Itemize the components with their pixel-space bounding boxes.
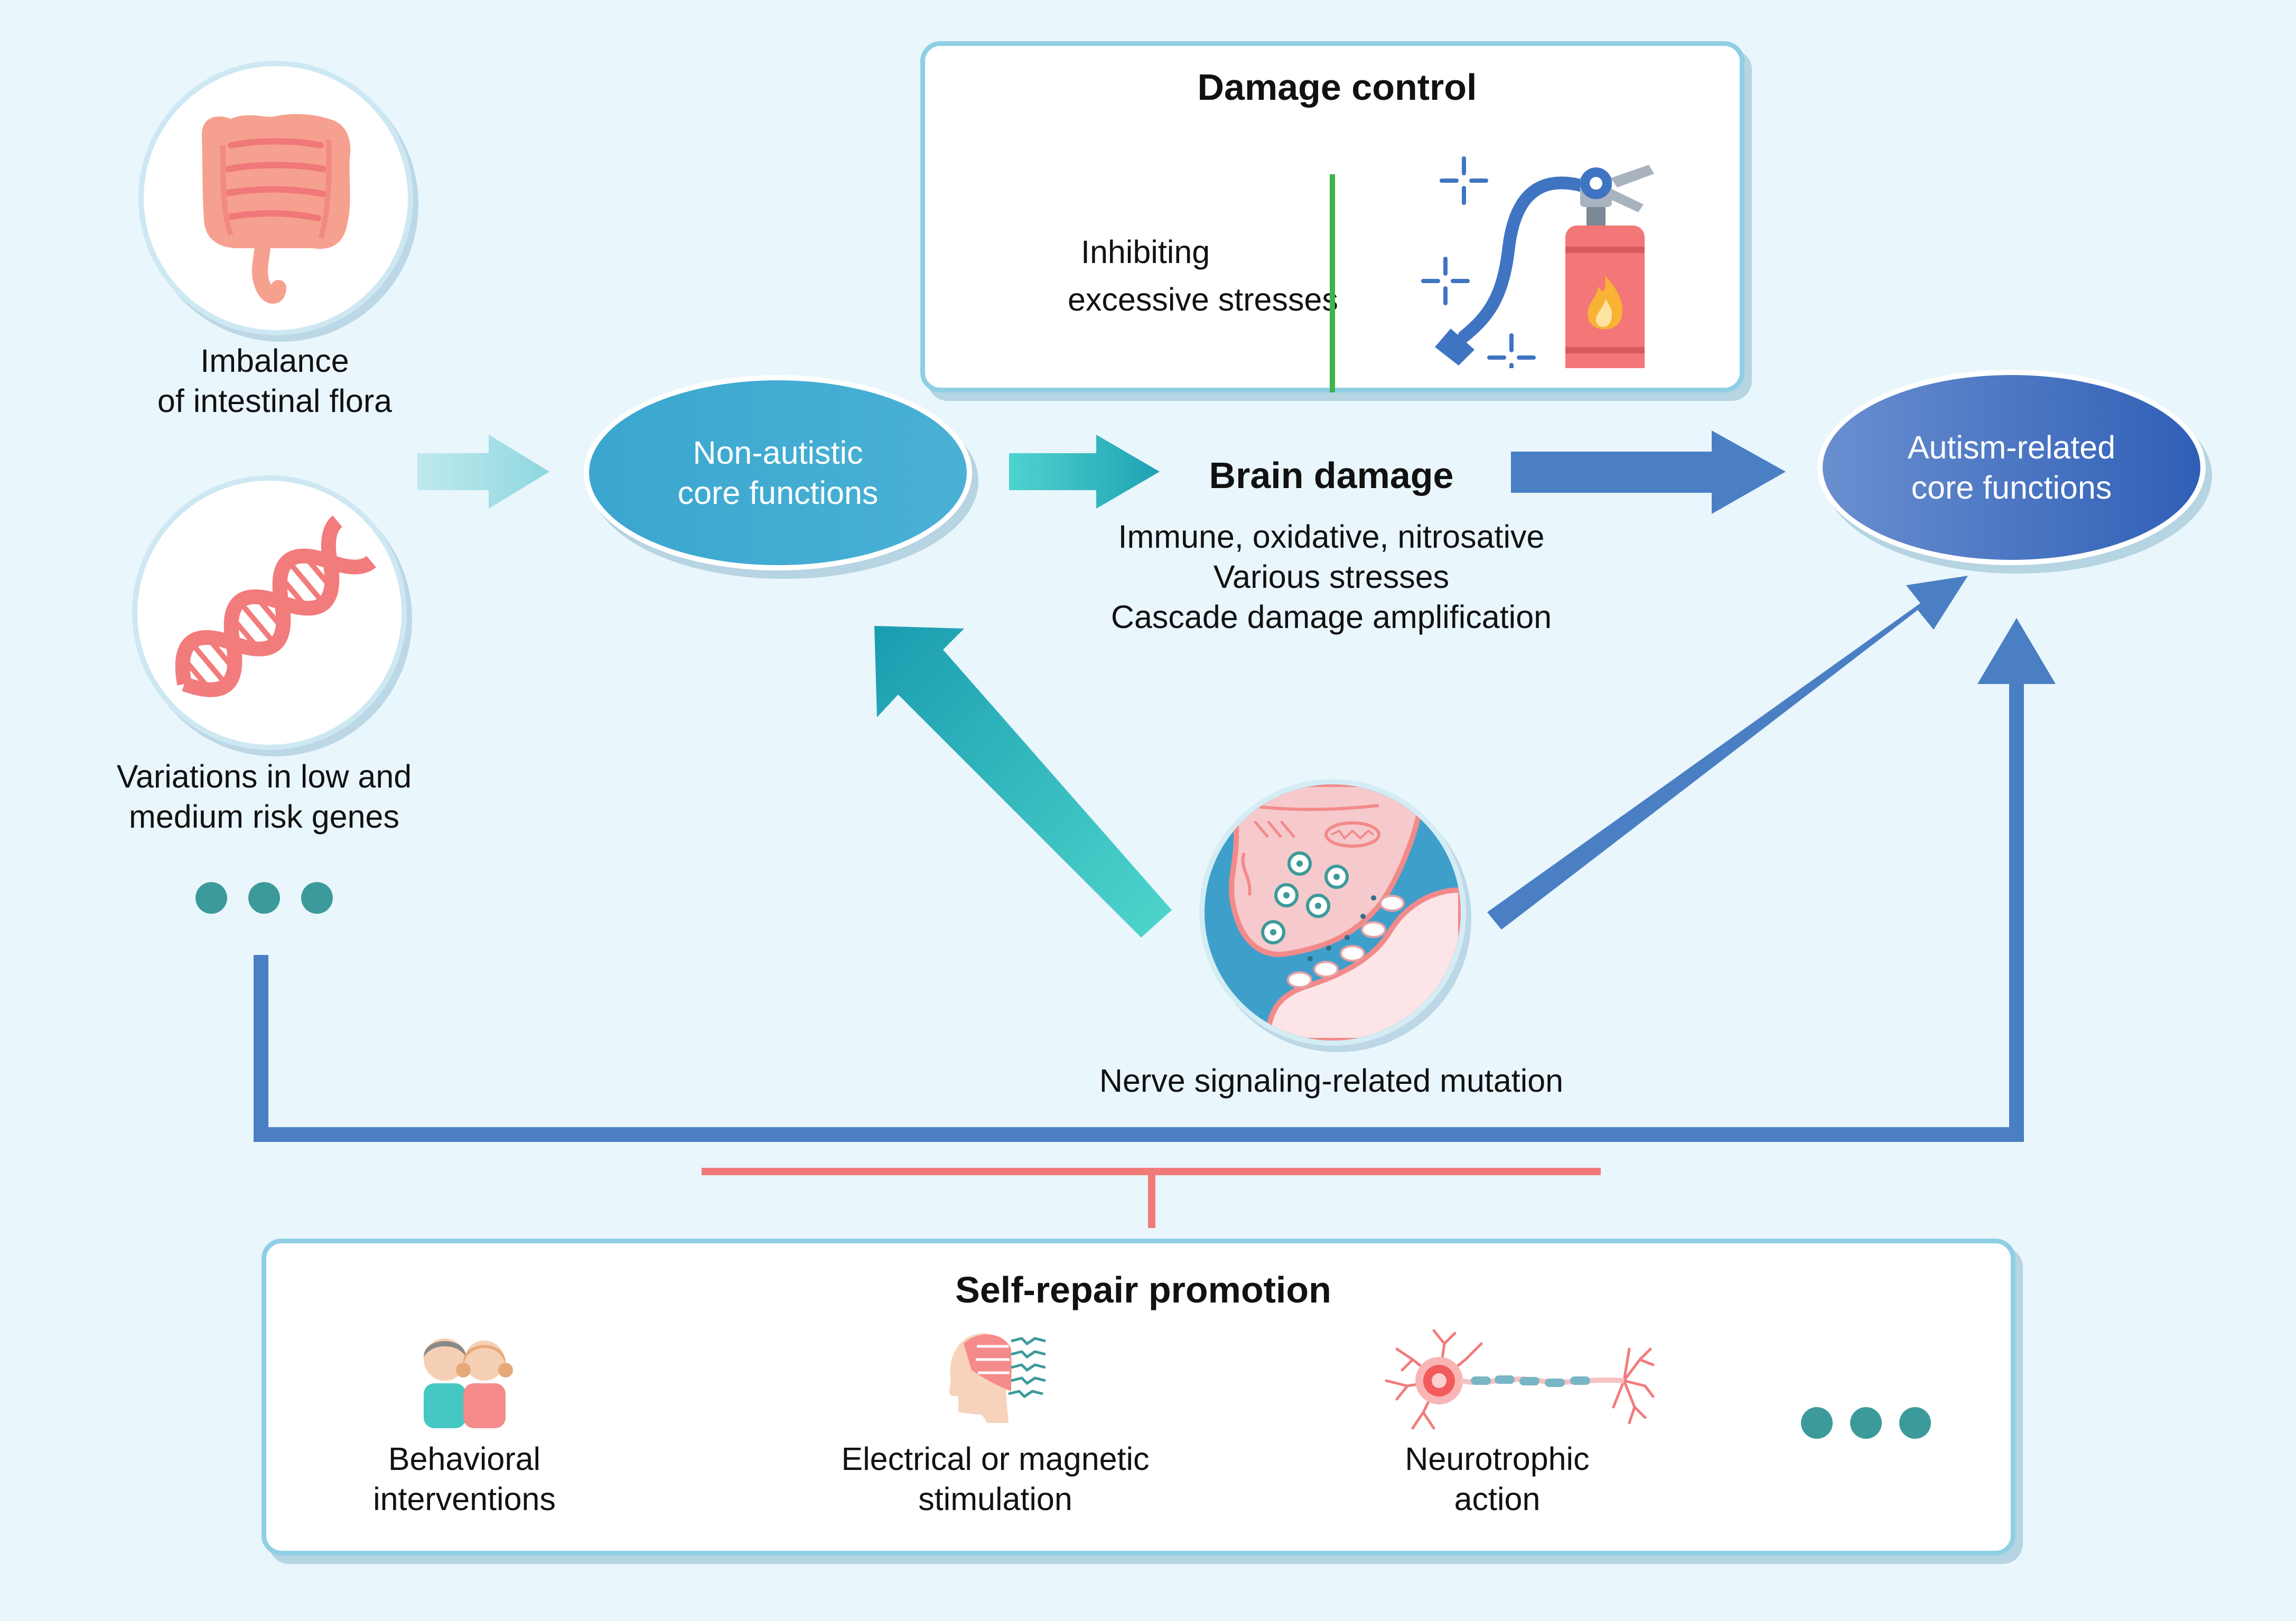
self-repair-box: Self-repair promotion Behavioral interve… <box>262 1239 2015 1556</box>
self-repair-title: Self-repair promotion <box>955 1269 1331 1310</box>
brain-damage-details: Immune, oxidative, nitrosative Various s… <box>1014 517 1648 637</box>
genes-label: Variations in low and medium risk genes <box>74 756 454 837</box>
autism-related-line-1: Autism-related <box>1907 429 2116 465</box>
children-icon <box>424 1338 513 1428</box>
non-autistic-core-functions: Non-autistic core functions <box>584 375 972 570</box>
non-autistic-line-1: Non-autistic <box>693 435 863 471</box>
non-autistic-line-2: core functions <box>677 475 879 511</box>
arrow-nonautistic-to-brain <box>1009 435 1160 509</box>
behavioral-label: Behavioral interventions <box>298 1439 631 1519</box>
head-stimulation-icon <box>949 1333 1046 1423</box>
brain-damage-detail-3: Cascade damage amplification <box>1110 599 1552 635</box>
brain-damage-title: Brain damage <box>1209 455 1454 496</box>
synapse-icon <box>1205 784 1461 1041</box>
stimulation-label-line-1: Electrical or magnetic <box>841 1441 1150 1477</box>
flora-label-line-2: of intestinal flora <box>157 383 393 419</box>
autism-related-line-2: core functions <box>1911 470 2112 505</box>
damage-control-text-line-1: Inhibiting <box>1081 234 1210 270</box>
intestine-icon <box>202 114 351 304</box>
dna-circle <box>132 475 407 750</box>
nerve-label: Nerve signaling-related mutation <box>1099 1063 1564 1099</box>
damage-control-box: Damage control Inhibiting excessive stre… <box>920 41 1744 392</box>
damage-control-title: Damage control <box>1197 67 1477 108</box>
arrow-inputs-to-nonautistic <box>417 435 549 509</box>
brain-damage-detail-1: Immune, oxidative, nitrosative <box>1118 519 1545 555</box>
arrow-nerve-to-nonautistic <box>874 626 1172 938</box>
flora-label-line-1: Imbalance <box>200 343 349 379</box>
ellipsis-right-icon <box>1801 1407 1931 1439</box>
neurotrophic-label: Neurotrophic action <box>1344 1439 1650 1519</box>
damage-control-text-line-2: excessive stresses <box>1068 282 1338 317</box>
connector-elbow-to-autism <box>254 671 2024 1142</box>
damage-control-text: Inhibiting excessive stresses <box>978 232 1506 320</box>
fire-extinguisher-icon <box>1421 156 1654 368</box>
arrow-elbow-head <box>1977 618 2056 684</box>
dna-icon <box>175 515 376 697</box>
synapse-circle <box>1199 779 1466 1046</box>
brain-damage-detail-2: Various stresses <box>1213 559 1450 595</box>
behavioral-label-line-1: Behavioral <box>388 1441 541 1477</box>
ellipsis-left-icon <box>195 882 333 914</box>
intestine-circle <box>138 61 413 335</box>
neurotrophic-label-line-1: Neurotrophic <box>1405 1441 1590 1477</box>
behavioral-label-line-2: interventions <box>373 1481 556 1517</box>
green-inhibit-mark <box>1330 174 1335 392</box>
stimulation-label: Electrical or magnetic stimulation <box>805 1439 1186 1519</box>
stimulation-label-line-2: stimulation <box>918 1481 1072 1517</box>
neuron-icon <box>1385 1329 1655 1430</box>
arrow-nerve-to-autism <box>1487 576 1968 930</box>
flora-label: Imbalance of intestinal flora <box>95 341 454 421</box>
genes-label-line-2: medium risk genes <box>129 799 399 835</box>
autism-related-core-functions: Autism-related core functions <box>1817 370 2206 565</box>
arrow-brain-to-autism <box>1511 430 1786 514</box>
genes-label-line-1: Variations in low and <box>116 758 412 794</box>
neurotrophic-label-line-2: action <box>1454 1481 1541 1517</box>
